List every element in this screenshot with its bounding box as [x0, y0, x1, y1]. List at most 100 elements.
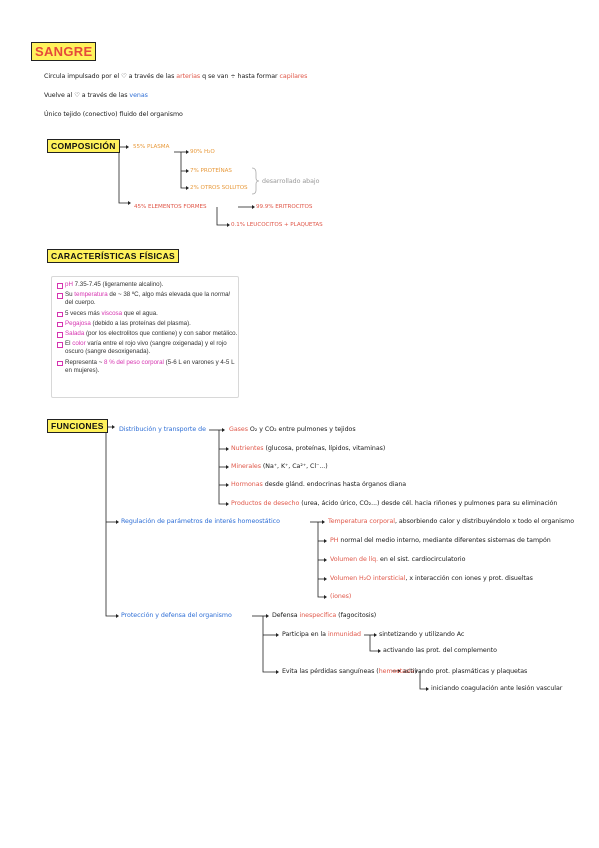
plasma-note: desarrollado abajo: [262, 178, 320, 185]
regulacion-item: Volumen de líq. en el sist. cardiocircul…: [330, 556, 465, 563]
regulacion-item: PH normal del medio interno, mediante di…: [330, 537, 551, 544]
highlight-text: hemostasia: [378, 668, 415, 675]
list-item: pH 7.35-7.45 (ligeramente alcalino).: [57, 281, 238, 289]
text-run: 5 veces más: [65, 309, 102, 317]
checkbox-icon: [57, 360, 63, 367]
list-item: 5 veces más viscosa que el agua.: [57, 310, 238, 318]
list-item: Representa ~ 8 % del peso corporal (5-6 …: [57, 359, 238, 375]
page-title: SANGRE: [31, 42, 97, 61]
checkbox-icon: [57, 283, 63, 289]
checkbox-icon: [57, 332, 63, 338]
text-run: q se van ÷ hasta formar: [200, 73, 280, 80]
caracteristicas-card: pH 7.35-7.45 (ligeramente alcalino). Su …: [51, 276, 239, 398]
funciones-title: FUNCIONES: [47, 419, 108, 433]
text-run: Único tejido (conectivo) fluido del orga…: [44, 111, 183, 118]
text-run: (por los electrolitos que contiene) y co…: [84, 330, 238, 338]
text-run: en el sist. cardiocirculatorio: [378, 556, 466, 563]
list-item: El color varía entre el rojo vivo (sangr…: [57, 340, 238, 356]
text-run: (debido a las proteínas del plasma).: [90, 319, 191, 327]
list-item: Pegajosa (debido a las proteínas del pla…: [57, 320, 238, 328]
highlight-text: Minerales: [231, 463, 261, 470]
text-run: El: [65, 340, 73, 348]
caracteristicas-title: CARACTERÍSTICAS FÍSICAS: [47, 249, 180, 263]
text-run: Vuelve al ♡ a través de las: [44, 92, 130, 99]
distribucion-item: Minerales (Na⁺, K⁺, Ca²⁺, Cl⁻...): [231, 463, 328, 470]
text-run: (fagocitosis): [336, 612, 377, 619]
highlight-text: PH: [330, 537, 339, 544]
highlight-text: Temperatura corporal: [328, 518, 395, 525]
inmunidad-item: sintetizando y utilizando Ac: [379, 631, 465, 638]
plasma-item: 90% H₂O: [190, 149, 215, 155]
highlight-text: capilares: [279, 73, 308, 80]
elementos-item: 99.9% ERITROCITOS: [256, 204, 313, 210]
text-run: Defensa: [272, 612, 300, 619]
text-run: desde glánd. endocrinas hasta órganos di…: [262, 481, 407, 488]
highlight-text: inmunidad: [327, 631, 361, 638]
text-run: Circula impulsado por el ♡ a través de l…: [44, 73, 177, 80]
list-item: Su temperatura de ~ 38 ºC, algo más elev…: [57, 291, 238, 307]
caracteristicas-list: pH 7.35-7.45 (ligeramente alcalino). Su …: [52, 277, 238, 375]
inmunidad-item: activando las prot. del complemento: [383, 647, 497, 654]
regulacion-item: Temperatura corporal, absorbiendo calor …: [328, 518, 574, 525]
text-run: (5-6 L en varones y 4-5 L en mujeres).: [65, 358, 235, 374]
highlight-text: (iones): [330, 593, 352, 600]
distribucion-item: Nutrientes (glucosa, proteínas, lípidos,…: [231, 445, 385, 452]
highlight-text: Nutrientes: [231, 445, 264, 452]
regulacion-item: Volumen H₂O intersticial, x interacción …: [330, 575, 533, 582]
distribucion-item: Gases O₂ y CO₂ entre pulmones y tejidos: [229, 426, 356, 433]
plasma-item: 2% OTROS SOLUTOS: [190, 185, 248, 191]
highlight-text: Hormonas: [231, 481, 263, 488]
plasma-label: 55% PLASMA: [133, 144, 170, 150]
checkbox-icon: [57, 321, 63, 328]
elementos-label: 45% ELEMENTOS FORMES: [134, 204, 207, 210]
highlight-text: viscosa: [101, 309, 123, 317]
highlight-text: color: [72, 340, 86, 348]
highlight-text: 8 % del peso corporal: [104, 358, 164, 366]
text-run: O₂ y CO₂ entre pulmones y tejidos: [247, 426, 356, 433]
text-run: Representa ~: [65, 358, 105, 366]
regulacion-item: (iones): [330, 593, 351, 600]
checkbox-icon: [57, 293, 63, 299]
highlight-text: temperatura: [74, 291, 108, 299]
text-run: (glucosa, proteínas, lípidos, vitaminas): [263, 445, 386, 452]
composicion-title: COMPOSICIÓN: [47, 139, 120, 153]
highlight-text: Productos de desecho: [231, 500, 300, 507]
distribucion-label: Distribución y transporte de: [119, 426, 206, 433]
text-run: (Na⁺, K⁺, Ca²⁺, Cl⁻...): [260, 463, 328, 470]
list-item: Salada (por los electrolitos que contien…: [57, 330, 238, 338]
evita-item: Evita las pérdidas sanguíneas (hemostasi…: [282, 668, 417, 675]
distribucion-item: Productos de desecho (urea, ácido úrico,…: [231, 500, 557, 507]
text-run: (urea, ácido úrico, CO₂...) desde cél. h…: [299, 500, 558, 507]
text-run: que el agua.: [122, 309, 158, 317]
distribucion-item: Hormonas desde glánd. endocrinas hasta ó…: [231, 481, 406, 488]
elementos-item: 0.1% LEUCOCITOS + PLAQUETAS: [231, 222, 323, 228]
plasma-item: 7% PROTEÍNAS: [190, 168, 232, 174]
defensa-item: Defensa inespecífica (fagocitosis): [272, 612, 376, 619]
text-run: del cuerpo.: [65, 299, 96, 307]
text-run: Evita las pérdidas sanguíneas (: [282, 668, 379, 675]
text-run: , x interacción con iones y prot. disuel…: [405, 575, 533, 582]
text-run: ): [414, 668, 417, 675]
highlight-text: Pegajosa: [65, 319, 91, 327]
bullet-2: Vuelve al ♡ a través de las venas: [44, 92, 148, 99]
highlight-text: Gases: [229, 426, 248, 433]
highlight-text: inespecífica: [299, 612, 337, 619]
hemostasia-item: iniciando coagulación ante lesión vascul…: [431, 685, 563, 692]
highlight-text: Volumen H₂O intersticial: [330, 575, 406, 582]
checkbox-icon: [57, 311, 63, 318]
bullet-3: Único tejido (conectivo) fluido del orga…: [44, 111, 183, 118]
text-run: 7.35-7.45 (ligeramente alcalino).: [72, 281, 164, 288]
text-run: Su: [65, 291, 75, 299]
text-run: normal del medio interno, mediante difer…: [338, 537, 551, 544]
highlight-text: arterias: [176, 73, 201, 80]
participa-item: Participa en la inmunidad: [282, 631, 361, 638]
bullet-1: Circula impulsado por el ♡ a través de l…: [44, 73, 307, 80]
highlight-text: normal: [210, 291, 230, 299]
regulacion-label: Regulación de parámetros de interés home…: [121, 518, 280, 525]
text-run: varía entre el rojo vivo (sangre oxigena…: [65, 340, 227, 356]
highlight-text: venas: [129, 92, 148, 99]
text-run: , absorbiendo calor y distribuyéndolo x …: [394, 518, 574, 525]
checkbox-icon: [57, 342, 63, 348]
text-run: de ~ 38 ºC, algo más elevada que la: [107, 291, 211, 299]
